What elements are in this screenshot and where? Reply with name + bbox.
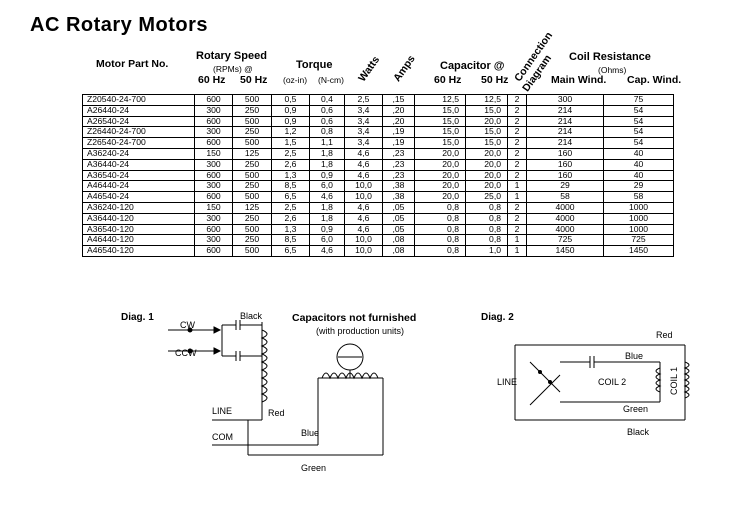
table-cell: 1000: [603, 212, 674, 225]
header-n-cm: (N-cm): [318, 75, 344, 85]
caps-sub: (with production units): [316, 326, 405, 336]
table-cell: 725: [603, 234, 674, 247]
diag2-coil2: COIL 2: [598, 377, 627, 387]
table-cell: 1000: [603, 223, 674, 236]
table-cell: 58: [603, 191, 674, 203]
diag2-black: Black: [627, 427, 650, 437]
header-ohms: (Ohms): [598, 65, 627, 75]
table-cell: 54: [603, 126, 674, 139]
diag1-red: Red: [268, 408, 285, 418]
diag1-label: Diag. 1: [121, 312, 154, 323]
diag1-blue: Blue: [301, 428, 320, 438]
diag2-line: LINE: [497, 377, 518, 387]
header-rotary-speed: Rotary Speed: [196, 50, 267, 62]
diag1-cw: CW: [180, 320, 195, 330]
header-cap-50hz: 50 Hz: [481, 74, 509, 86]
diag1-line: LINE: [212, 406, 233, 416]
header-speed-60hz: 60 Hz: [198, 74, 226, 86]
diag1-wiring: [168, 320, 384, 456]
table-cell: 40: [603, 158, 674, 171]
diag2-red: Red: [656, 330, 673, 340]
header-rpms: (RPMs) @: [213, 64, 253, 74]
header-torque: Torque: [296, 59, 333, 71]
table-cell: 40: [603, 169, 674, 182]
header-part-no: Motor Part No.: [96, 58, 169, 70]
table-cell: 1450: [603, 245, 674, 257]
diag1-green: Green: [301, 463, 327, 473]
table-cell: 54: [603, 137, 674, 149]
diag2-green: Green: [623, 404, 649, 414]
header-speed-50hz: 50 Hz: [240, 74, 268, 86]
table-cell: 1000: [603, 201, 674, 214]
diag1-black: Black: [240, 311, 263, 321]
header-capacitor: Capacitor @: [440, 60, 505, 72]
diag2-blue: Blue: [625, 351, 644, 361]
table-cell: 40: [603, 147, 674, 160]
diag1-ccw: CCW: [175, 348, 197, 358]
header-cap-60hz: 60 Hz: [434, 74, 462, 86]
page-title: AC Rotary Motors: [30, 14, 209, 36]
header-coil-resistance: Coil Resistance: [569, 51, 651, 63]
diag1-com: COM: [212, 432, 233, 442]
header-cap-wind: Cap. Wind.: [627, 74, 682, 86]
diag2-wiring: [514, 344, 690, 421]
diag2-label: Diag. 2: [481, 312, 514, 323]
table-cell: 29: [603, 180, 674, 193]
caps-note: Capacitors not furnished: [292, 312, 417, 324]
header-oz-in: (oz-in): [283, 75, 308, 85]
header-main-wind: Main Wind.: [551, 74, 607, 86]
